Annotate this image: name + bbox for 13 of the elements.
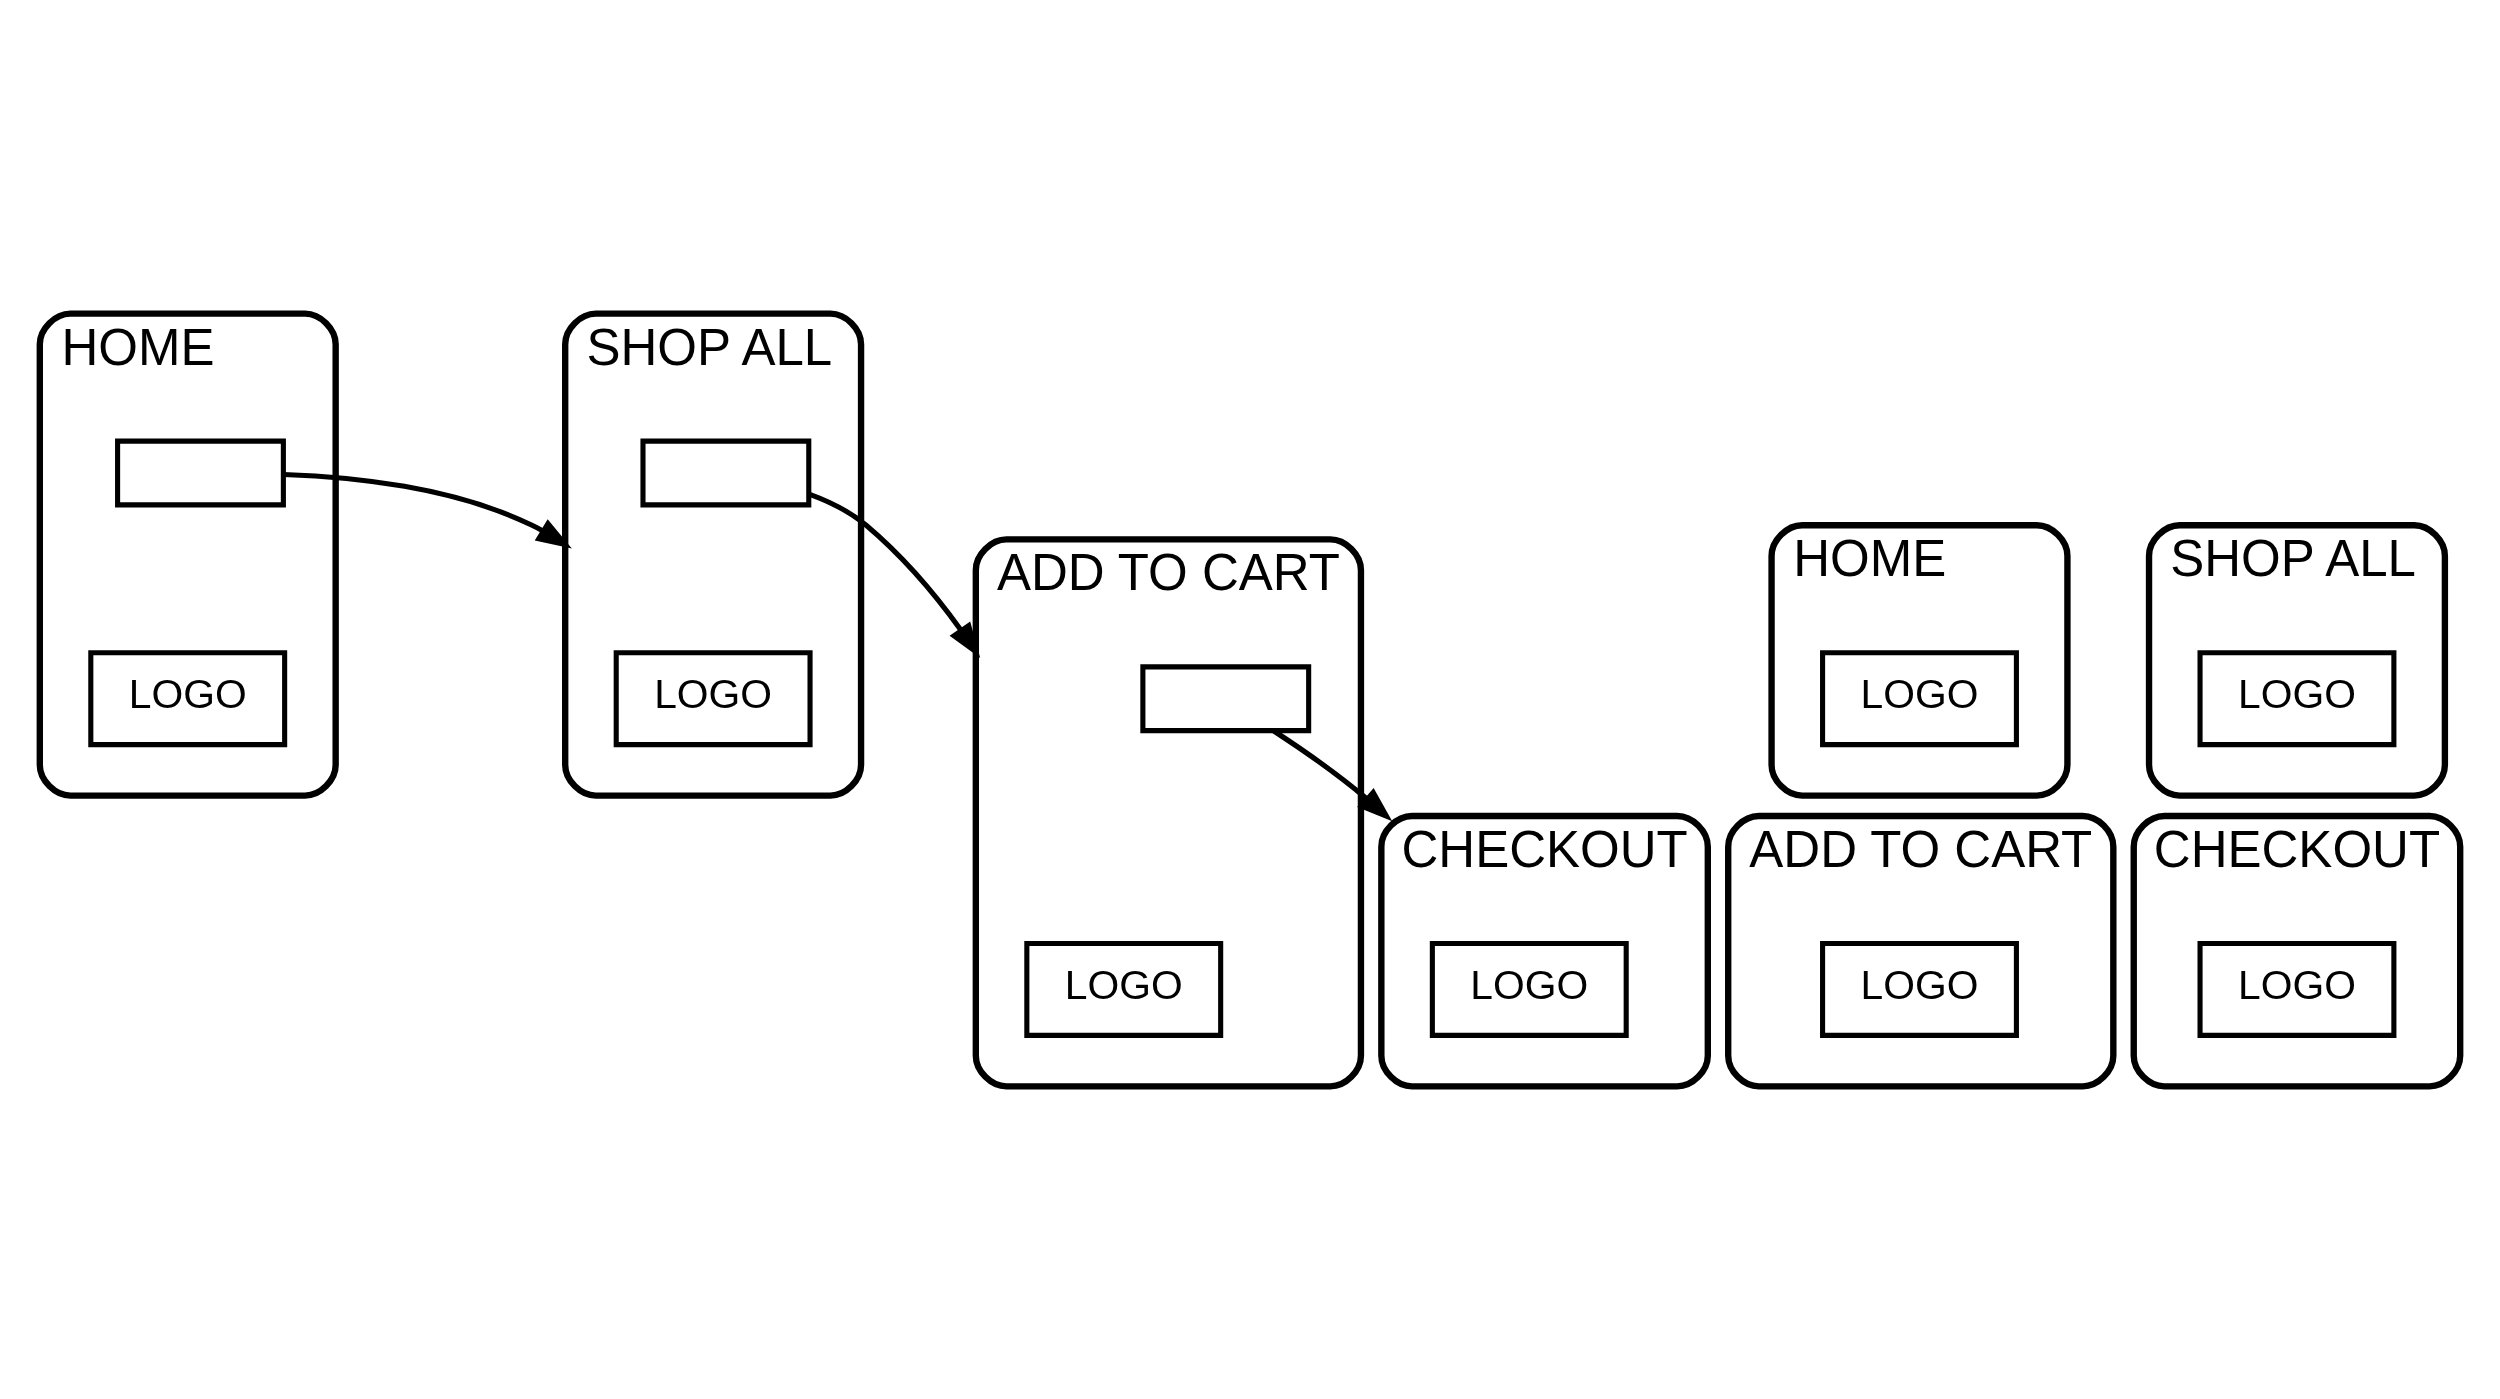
node-box bbox=[1140, 663, 1312, 733]
node-box: LOGO bbox=[2197, 649, 2397, 747]
node-box bbox=[640, 438, 812, 507]
arrow bbox=[808, 491, 981, 658]
node-box: LOGO bbox=[1429, 940, 1629, 1038]
node-box: LOGO bbox=[1820, 649, 2019, 747]
node-box: LOGO bbox=[88, 649, 288, 747]
node-box: LOGO bbox=[1024, 940, 1224, 1038]
node-box: LOGO bbox=[613, 649, 813, 747]
arrow bbox=[283, 471, 572, 548]
node-box: LOGO bbox=[1820, 940, 2019, 1038]
node-box bbox=[115, 438, 286, 507]
node-box: LOGO bbox=[2197, 940, 2397, 1038]
